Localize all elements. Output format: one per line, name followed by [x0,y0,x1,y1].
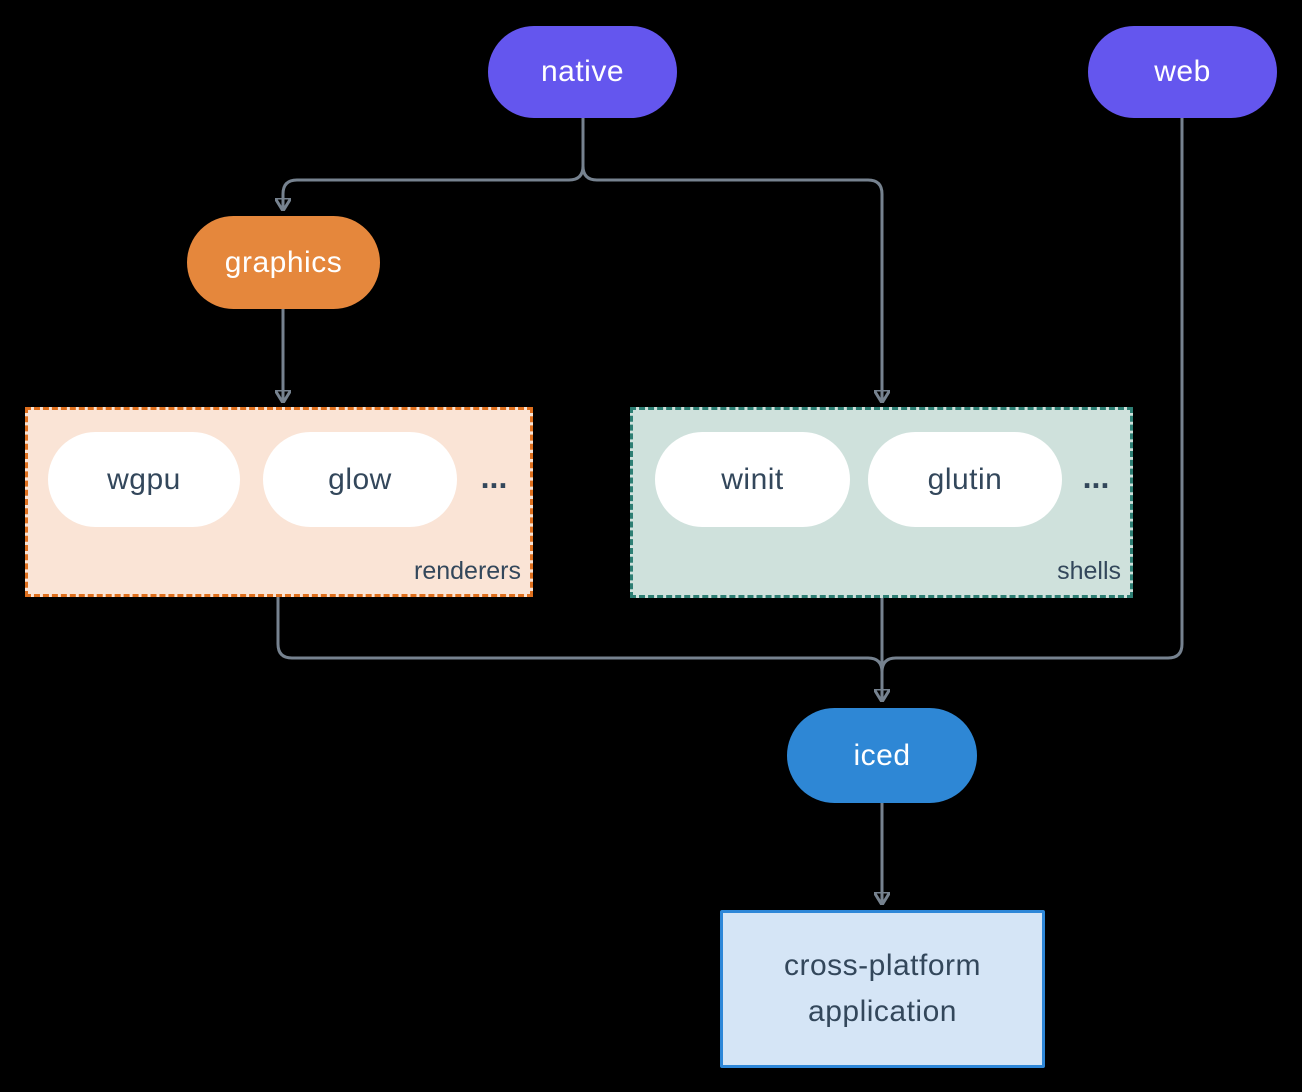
renderers-ellipsis: ... [480,459,508,495]
node-iced: iced [787,708,977,803]
edge-web-to-merge [880,118,1184,688]
node-glutin: glutin [868,432,1062,527]
shells-group-label: shells [1057,557,1121,585]
node-cross-platform-application: cross-platform application [720,910,1045,1068]
edge-renderers-to-merge [276,597,884,688]
edge-native-to-shells [581,118,882,402]
node-glow: glow [263,432,457,527]
node-wgpu: wgpu [48,432,240,527]
application-label-line1: cross-platform [783,949,982,982]
node-winit: winit [655,432,850,527]
node-native: native [488,26,677,118]
node-web: web [1088,26,1277,118]
application-label-line2: application [808,995,957,1028]
shells-ellipsis: ... [1082,459,1110,495]
renderers-group-label: renderers [414,557,521,585]
node-graphics: graphics [187,216,380,309]
edge-native-to-graphics [283,118,585,210]
